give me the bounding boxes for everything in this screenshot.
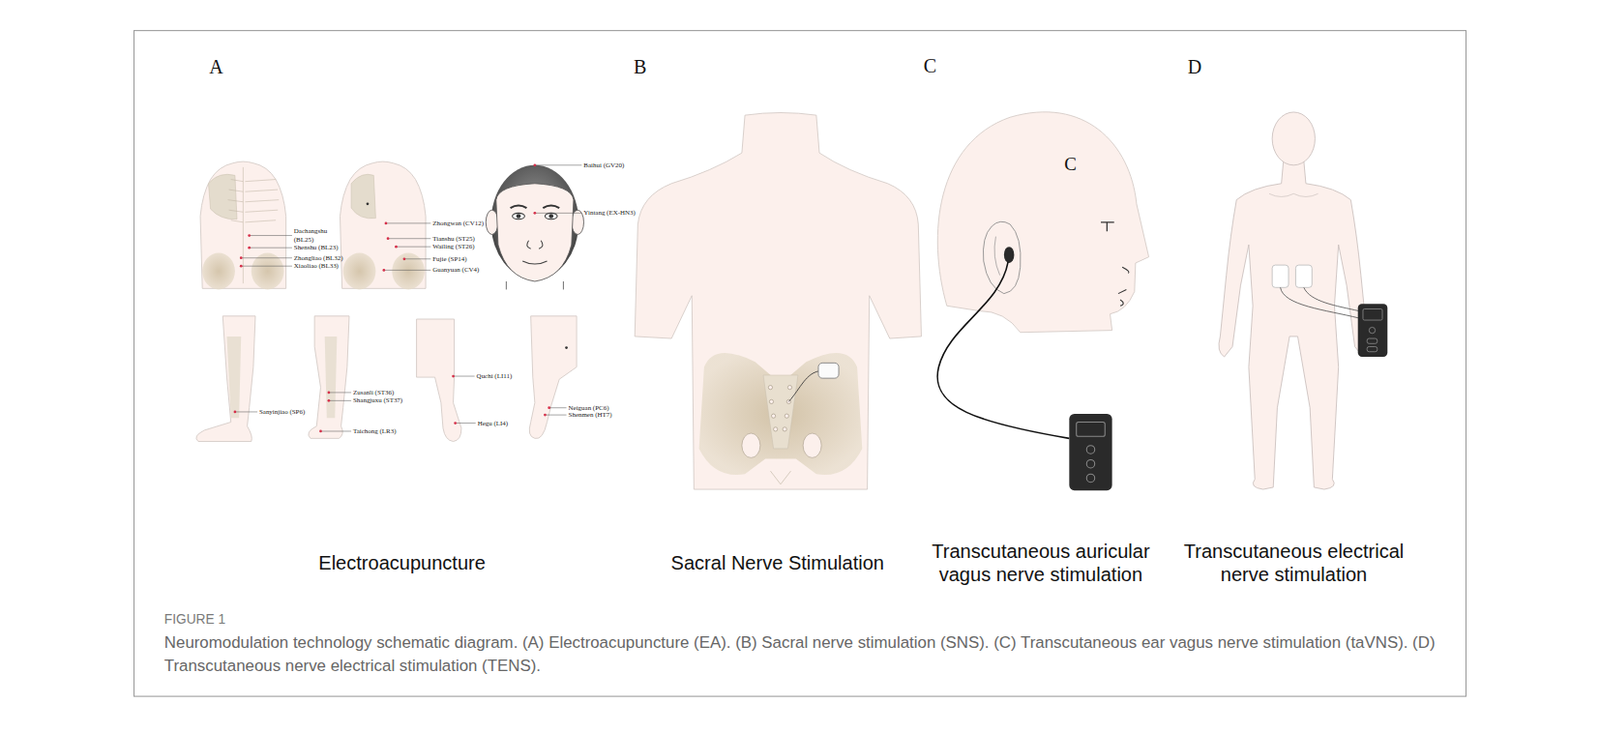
acupoint-label: Yintang (EX-HN3) [583,208,665,217]
acupoint-label: Dachangshu (BL25) [294,227,337,244]
panel-letter: A [208,55,240,79]
acupoint-label: Sanyinjiao (SP6) [259,408,341,416]
acupoint-label: Zusanli (ST36) [353,388,435,397]
acupoint-label: Baihui (GV20) [583,161,665,170]
acupoint-label: Zhongwan (CV12) [432,219,514,228]
acupoint-label: Shenshu (BL23) [294,243,376,252]
sacral-torso [634,113,921,491]
panel-title: Transcutaneous auricular vagus nerve sti… [913,539,1169,587]
panel-title: Sacral Nerve Stimulation [645,551,911,575]
acupoint-label: Neiguan (PC6) [568,404,651,413]
acupoint-label: Shenmen (HT7) [568,411,651,419]
acupoint-label: Wailing (ST26) [432,242,514,251]
acupoint-label: Hegu (LI4) [477,419,560,428]
panel-letter: C [923,54,955,78]
panel-letter: C [1064,153,1096,177]
figure-caption: Neuromodulation technology schematic dia… [164,631,1452,679]
figure-number: FIGURE 1 [164,612,369,628]
acupoint-label: Zhongliao (BL32) [294,254,376,263]
acupoint-label: Fujie (SP14) [432,255,514,264]
acupoint-label: Xiaoliao (BL33) [294,262,376,270]
acupoint-label: Quchi (LI11) [476,372,559,381]
panel-letter: B [633,55,665,79]
panel-letter: D [1187,55,1219,79]
electroacupuncture-figures [196,161,577,442]
panel-title: Transcutaneous electrical nerve stimulat… [1168,539,1420,587]
figure-frame [134,30,1467,697]
panel-title: Electroacupuncture [290,551,515,575]
leader-lines [235,165,582,432]
skeleton-shading [202,167,425,418]
acupoint-dots [234,163,568,433]
acupoint-label: Taichong (LR3) [353,427,435,436]
acupoint-label: Shangjuxu (ST37) [353,396,435,405]
tens-body [1218,112,1388,490]
tavns-head [937,112,1150,491]
acupoint-label: Guanyuan (CV4) [432,266,514,274]
acupoint-label: Tianshu (ST25) [432,235,514,243]
head-front [485,165,584,291]
